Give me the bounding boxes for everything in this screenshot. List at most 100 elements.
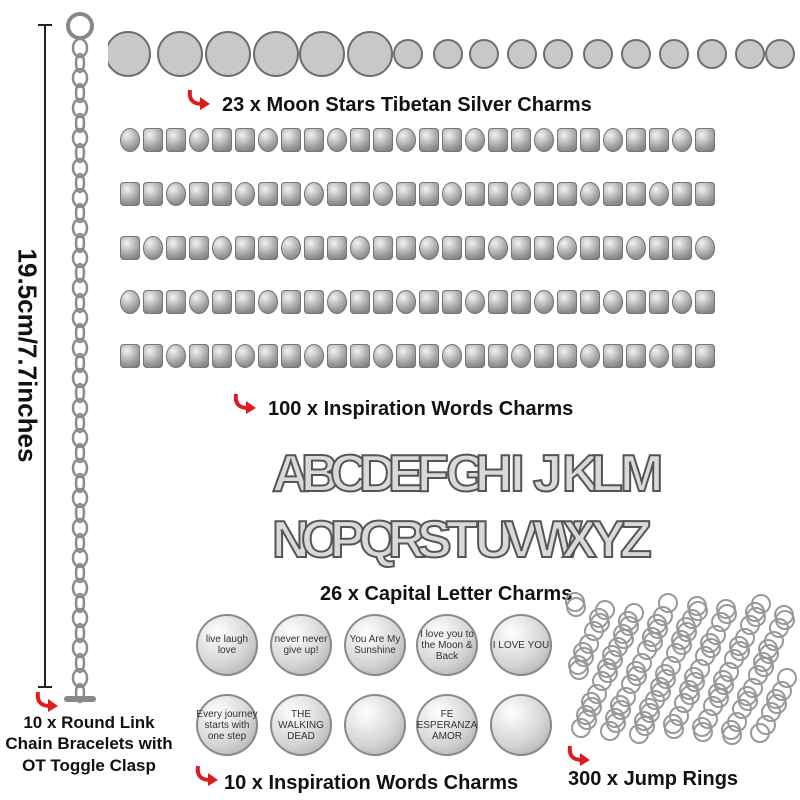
- charm: [327, 290, 347, 314]
- chain-link: [74, 532, 86, 554]
- charm: [281, 290, 301, 314]
- charm: [120, 128, 140, 152]
- charm: [511, 128, 531, 152]
- round-tag-charm: You Are My Sunshine: [344, 614, 406, 676]
- letter-charm: V: [503, 511, 540, 569]
- charm: [281, 236, 301, 260]
- moon-star-charm: [735, 39, 765, 69]
- letter-charm: J: [532, 445, 563, 503]
- charm: [419, 182, 439, 206]
- red-arrow-icon: [195, 765, 218, 786]
- letter-charm: B: [300, 445, 340, 503]
- charm: [580, 344, 600, 368]
- chain-link: [74, 472, 86, 494]
- charm: [672, 128, 692, 152]
- charm: [143, 344, 163, 368]
- charm: [465, 182, 485, 206]
- charm: [396, 236, 416, 260]
- jump-ring: [680, 685, 700, 705]
- charm: [626, 236, 646, 260]
- round-tag-charm: [344, 694, 406, 756]
- charm: [603, 236, 623, 260]
- charm: [580, 236, 600, 260]
- caption-inspiration-bottom: 10 x Inspiration Words Charms: [224, 772, 519, 794]
- moon-stars-charms-image: [108, 31, 795, 77]
- moon-star-charm: [347, 31, 393, 77]
- charm: [580, 128, 600, 152]
- charm: [419, 128, 439, 152]
- charm: [626, 182, 646, 206]
- charm: [327, 182, 347, 206]
- moon-star-charm: [157, 31, 203, 77]
- letter-charm: K: [561, 445, 601, 503]
- letter-charm: P: [329, 511, 366, 569]
- charm: [488, 128, 508, 152]
- moon-star-charm: [543, 39, 573, 69]
- charm: [304, 128, 324, 152]
- chain-link: [74, 442, 86, 464]
- round-tag-charm: THE WALKING DEAD: [270, 694, 332, 756]
- charm: [258, 128, 278, 152]
- charm: [534, 128, 554, 152]
- charm: [304, 182, 324, 206]
- chain-link: [71, 487, 89, 509]
- red-arrow-icon: [233, 393, 256, 414]
- charm: [603, 290, 623, 314]
- charm: [649, 290, 669, 314]
- charm: [534, 182, 554, 206]
- charm-row: [120, 290, 715, 314]
- moon-star-charm: [583, 39, 613, 69]
- charm: [189, 128, 209, 152]
- chain-link: [74, 592, 86, 614]
- chain-link: [71, 457, 89, 479]
- charm: [511, 182, 531, 206]
- red-arrow-icon: [567, 745, 590, 766]
- charm: [212, 236, 232, 260]
- charm: [396, 290, 416, 314]
- jump-ring: [722, 725, 742, 745]
- charm: [603, 128, 623, 152]
- charm: [120, 344, 140, 368]
- charm: [120, 290, 140, 314]
- jump-ring: [566, 597, 586, 617]
- charm: [120, 236, 140, 260]
- charm: [166, 182, 186, 206]
- charm-row: [120, 344, 715, 368]
- charm: [672, 236, 692, 260]
- charm: [603, 344, 623, 368]
- moon-star-charm: [765, 39, 795, 69]
- letter-charm: M: [619, 445, 664, 503]
- jump-ring: [598, 663, 618, 683]
- letter-charm: E: [387, 445, 424, 503]
- jump-ring: [754, 657, 774, 677]
- charm: [465, 344, 485, 368]
- letter-charm: Y: [590, 511, 627, 569]
- jump-ring: [590, 613, 610, 633]
- charm: [281, 128, 301, 152]
- jump-ring: [701, 638, 721, 658]
- charm-row: [120, 128, 715, 152]
- chain-link: [71, 367, 89, 389]
- caption-bracelet: 10 x Round Link Chain Bracelets with OT …: [5, 713, 173, 775]
- chain-link: [74, 232, 86, 254]
- charm: [534, 236, 554, 260]
- charm: [350, 236, 370, 260]
- charm: [143, 182, 163, 206]
- letter-charm: H: [474, 445, 514, 503]
- jump-ring: [738, 691, 758, 711]
- chain-link: [74, 622, 86, 644]
- chain-link: [74, 412, 86, 434]
- charm: [373, 344, 393, 368]
- chain-link: [74, 202, 86, 224]
- chain-link: [74, 142, 86, 164]
- charm: [695, 128, 715, 152]
- letter-charm: T: [445, 511, 479, 569]
- chain-link: [71, 247, 89, 269]
- letter-charm: R: [387, 511, 427, 569]
- chain-link: [74, 82, 86, 104]
- chain-bracelet-image: [64, 12, 96, 704]
- chain-link: [74, 292, 86, 314]
- jump-ring: [627, 666, 647, 686]
- moon-star-charm: [621, 39, 651, 69]
